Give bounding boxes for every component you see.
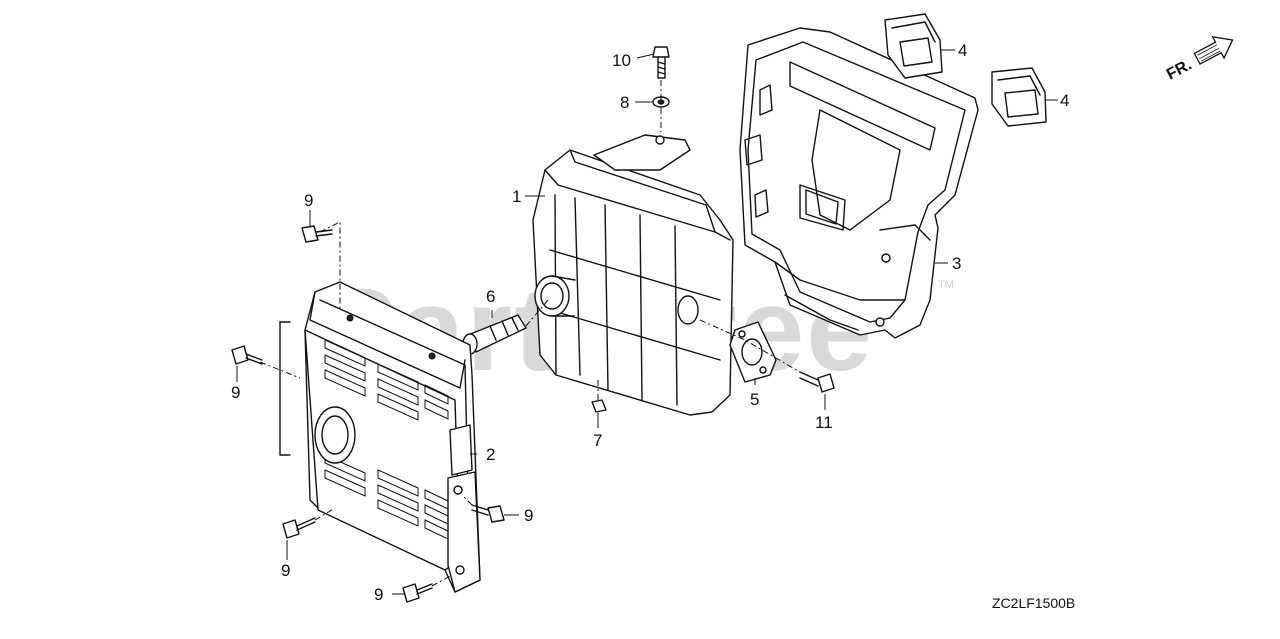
callout-9-bottom[interactable]: 9 [374,585,383,604]
callout-6[interactable]: 6 [486,287,495,306]
callout-11[interactable]: 11 [815,413,833,432]
part-1-muffler [532,134,734,416]
leader-lines [236,49,1058,595]
part-2-muffler-cover [279,281,481,593]
assembly-lines [259,80,801,587]
part-10-bolt [652,46,670,79]
part-5-gasket [729,321,777,383]
callout-4-lower[interactable]: 4 [1060,91,1069,110]
part-callouts: 1 2 3 4 4 5 6 7 8 10 11 9 9 9 9 9 [231,41,1069,604]
callout-5[interactable]: 5 [750,390,759,409]
part-3-muffler-protector [739,27,979,339]
watermark-tm: TM [938,279,954,291]
part-11-bolt [799,371,835,393]
callout-9-bottom-left[interactable]: 9 [281,561,290,580]
part-9-bolt-b [231,345,263,365]
part-9-bolt-d [471,504,505,523]
front-direction-label: FR. [1164,56,1195,83]
callout-9-right[interactable]: 9 [524,506,533,525]
callout-9-top[interactable]: 9 [304,191,313,210]
part-9-bolt-a [301,225,333,243]
diagram-code: ZC2LF1500B [992,595,1075,611]
callout-7[interactable]: 7 [593,431,602,450]
callout-10[interactable]: 10 [612,51,631,70]
front-arrow-icon [1193,36,1234,65]
callout-4-upper[interactable]: 4 [958,41,967,60]
callout-3[interactable]: 3 [952,254,961,273]
callout-8[interactable]: 8 [620,93,629,112]
front-direction-indicator: FR. [1164,36,1234,84]
part-4-clip-lower [991,67,1047,127]
callout-2[interactable]: 2 [486,445,495,464]
part-4-clip-upper [884,13,943,79]
part-7-nut [591,399,607,413]
callout-1[interactable]: 1 [512,187,521,206]
part-9-bolt-e [402,583,433,603]
callout-9-left[interactable]: 9 [231,383,240,402]
part-9-bolt-c [282,517,316,539]
